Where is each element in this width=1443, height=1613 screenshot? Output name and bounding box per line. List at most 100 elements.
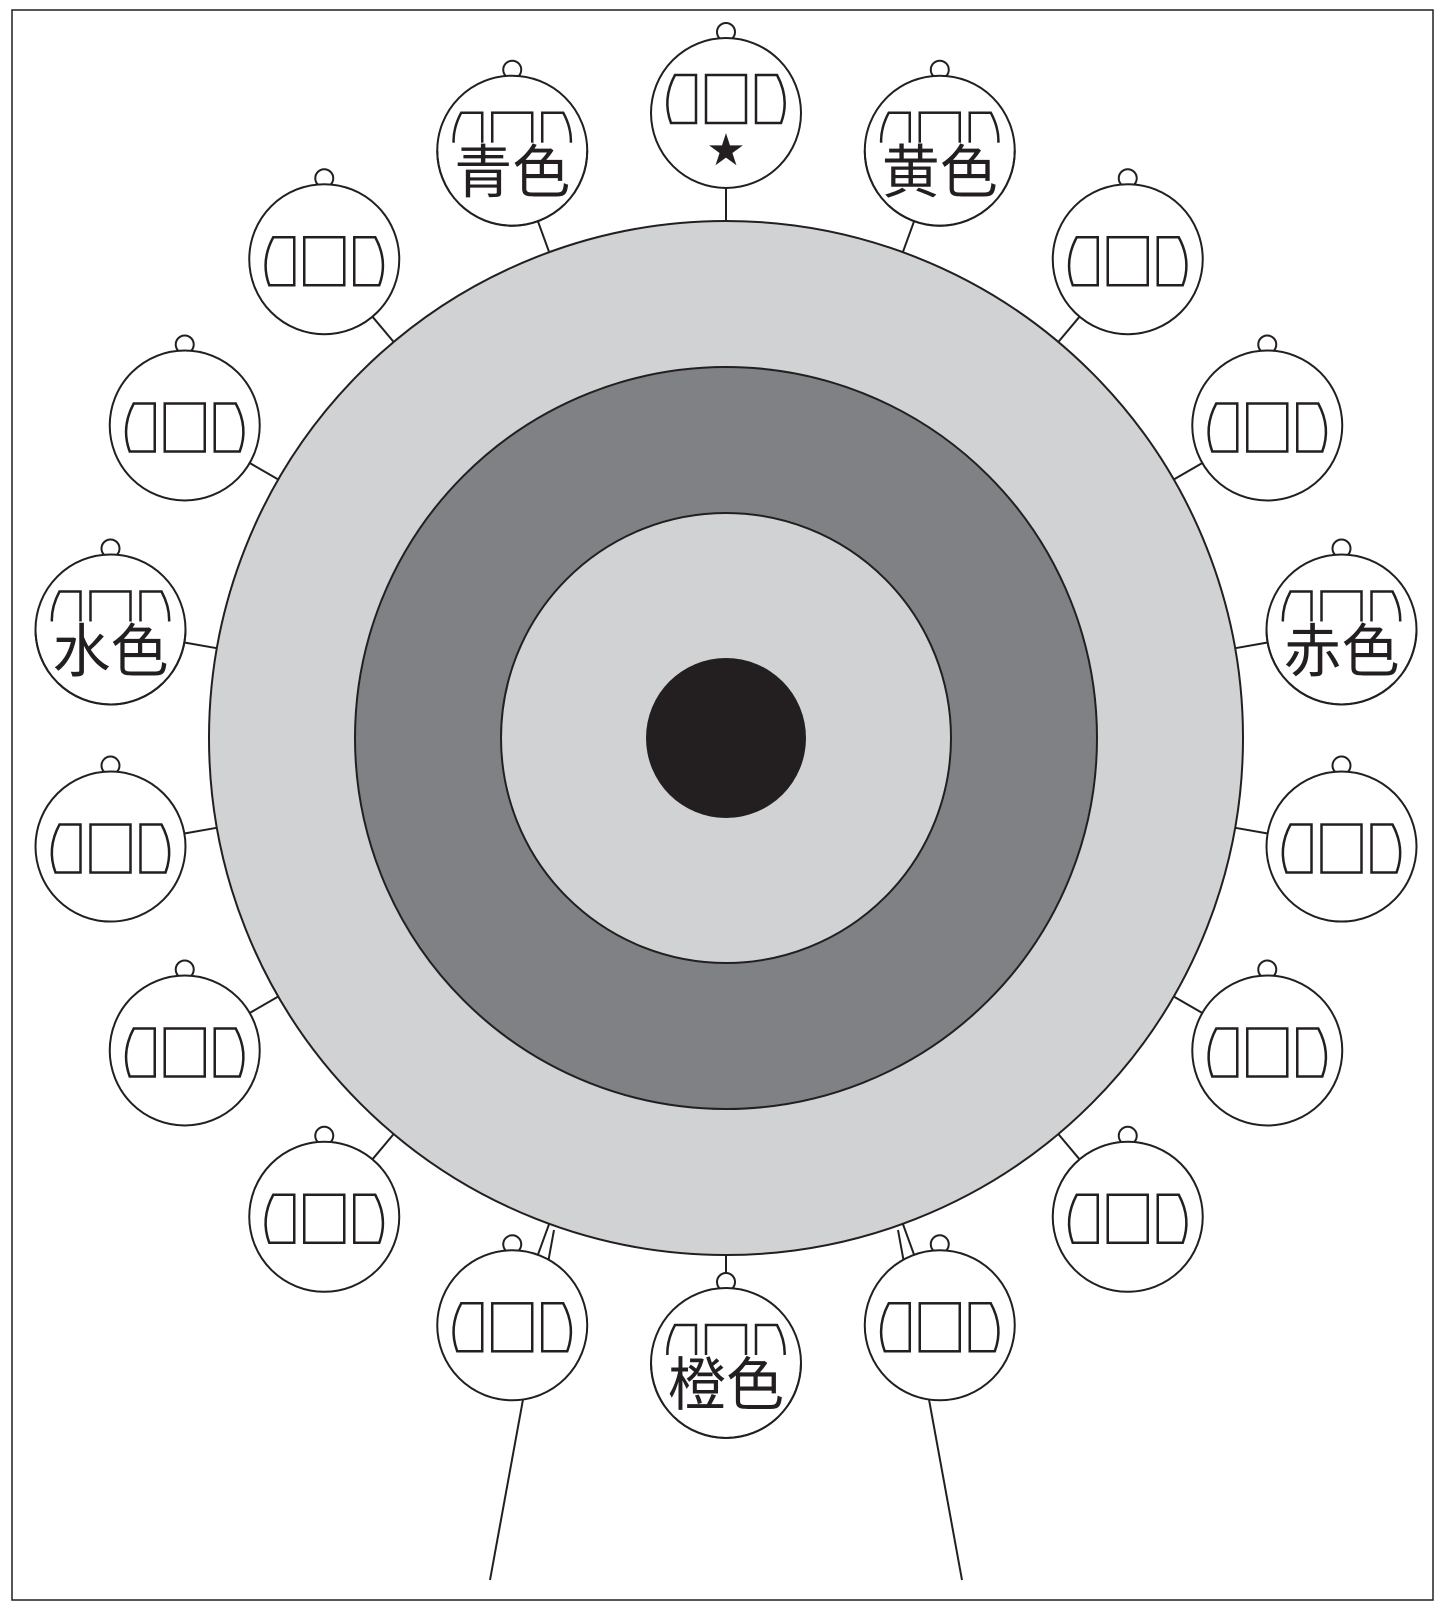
gondola-window-right	[213, 402, 245, 453]
gondola-window-right	[1156, 235, 1188, 287]
gondola: 青色	[436, 59, 589, 227]
star-marker: ★	[706, 125, 745, 176]
spoke	[249, 462, 281, 482]
gondola-window-left	[1207, 1027, 1239, 1078]
spoke	[901, 1221, 916, 1256]
gondola-window-left	[1067, 235, 1099, 287]
gondola-windows	[124, 402, 245, 453]
gondola-window-middle	[490, 1302, 534, 1353]
gondola-windows	[264, 235, 385, 287]
gondola-window-left	[264, 235, 296, 287]
gondola-color-label: 橙色	[668, 1351, 784, 1419]
gondola-color-label: 赤色	[1283, 617, 1399, 685]
label-backing	[1279, 621, 1404, 684]
gondola	[1191, 334, 1344, 502]
label-backing	[877, 142, 1002, 205]
gondola-window-right	[353, 235, 385, 287]
gondola	[1265, 755, 1418, 923]
gondola	[1051, 168, 1204, 336]
gondola: 黄色	[863, 59, 1016, 227]
gondola-outline-lower	[1265, 629, 1418, 706]
gondola-window-right	[353, 1193, 385, 1245]
gondola-outline-lower	[863, 150, 1016, 227]
gondola-color-label: 青色	[454, 139, 570, 207]
gondola-windows	[879, 1302, 1000, 1353]
gondola-windows	[124, 1027, 245, 1078]
gondola-windows	[1281, 823, 1402, 874]
gondola-windows	[666, 73, 786, 125]
gondola-window-middle	[163, 402, 206, 453]
gondola-window-right	[1156, 1193, 1188, 1245]
gondola-windows	[1067, 1193, 1188, 1245]
gondola-window-right	[754, 73, 786, 125]
gondola-window-left	[1281, 823, 1313, 874]
gondola-windows	[264, 1193, 385, 1245]
gondola: 赤色	[1265, 538, 1418, 706]
gondola-windows	[452, 1302, 573, 1353]
spoke	[536, 1221, 551, 1256]
gondola	[248, 1125, 401, 1293]
gondola-window-right	[540, 1302, 573, 1353]
spoke	[184, 641, 219, 650]
gondola-window-right	[139, 823, 171, 874]
gondola-window-middle	[89, 823, 132, 874]
gondola-window-left	[879, 1302, 912, 1353]
gondola: ★	[650, 22, 802, 189]
gondola-window-right	[213, 1027, 245, 1078]
gondola-window-left	[452, 1302, 484, 1353]
gondola-window-left	[666, 73, 698, 125]
gondola-windows	[1207, 402, 1328, 453]
spoke	[1171, 462, 1203, 482]
spoke	[1233, 826, 1268, 835]
gondola	[248, 168, 401, 336]
gondola-window-middle	[918, 1302, 962, 1353]
gondola-outline-lower	[650, 1362, 802, 1439]
gondola-window-right	[1296, 402, 1328, 453]
gondola	[108, 959, 261, 1127]
gondola-window-middle	[1106, 1193, 1149, 1245]
gondola: 水色	[34, 538, 187, 706]
label-backing	[664, 1355, 788, 1417]
wheel-hub	[646, 658, 806, 818]
gondola-window-middle	[1320, 823, 1363, 874]
spoke	[184, 826, 219, 835]
gondola-window-left	[1067, 1193, 1099, 1245]
gondola-window-left	[50, 823, 82, 874]
spoke	[901, 220, 916, 255]
gondola-window-left	[1207, 402, 1239, 453]
gondola-windows	[50, 823, 171, 874]
gondola-window-middle	[704, 73, 748, 125]
gondola-window-middle	[1246, 402, 1289, 453]
gondola-color-label: 黄色	[882, 139, 998, 207]
spoke	[1171, 994, 1203, 1014]
spoke	[371, 316, 396, 345]
gondola-window-middle	[163, 1027, 206, 1078]
gondola	[863, 1234, 1016, 1402]
spoke	[1056, 1131, 1081, 1160]
gondola	[1191, 959, 1344, 1127]
gondola	[34, 755, 187, 923]
gondola-window-right	[1296, 1027, 1328, 1078]
gondola-window-right	[1370, 823, 1402, 874]
label-backing	[450, 142, 575, 205]
gondola-windows	[1067, 235, 1188, 287]
gondola-window-left	[124, 402, 156, 453]
spoke	[536, 220, 551, 255]
gondola-window-right	[968, 1302, 1000, 1353]
spoke	[1056, 316, 1081, 345]
spoke	[371, 1131, 396, 1160]
gondola-window-left	[264, 1193, 296, 1245]
gondola	[436, 1234, 589, 1402]
gondola-outline-lower	[436, 150, 589, 227]
spoke	[1233, 641, 1268, 650]
gondola-window-middle	[303, 235, 346, 287]
gondola: 橙色	[650, 1272, 802, 1439]
label-backing	[48, 621, 173, 684]
gondola	[108, 334, 261, 502]
gondola-outline-lower	[34, 629, 187, 706]
gondola-windows	[1207, 1027, 1328, 1078]
gondola-window-middle	[1106, 235, 1149, 287]
